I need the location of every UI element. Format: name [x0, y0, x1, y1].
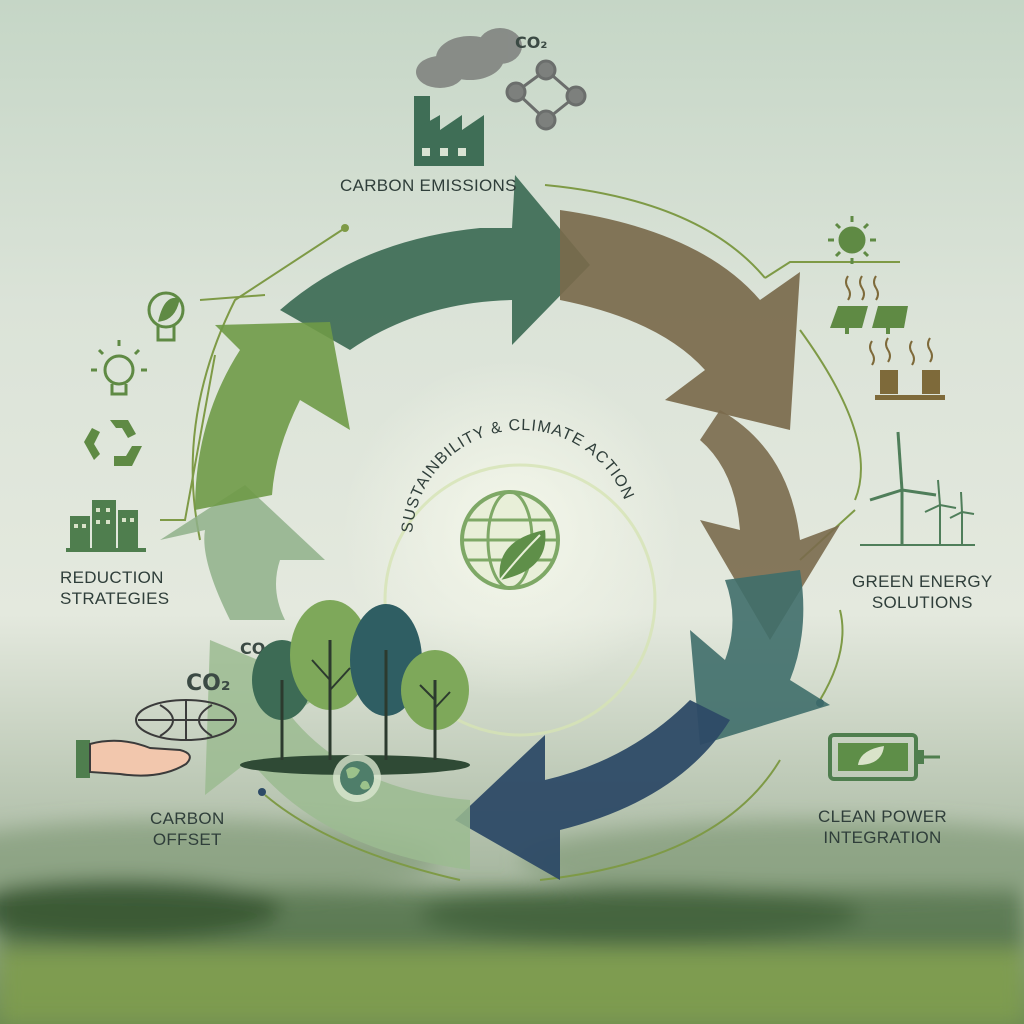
sun-icon	[828, 216, 876, 264]
tree-icon-4	[401, 650, 469, 760]
small-globe-icon	[333, 754, 381, 802]
arrow-carbon-offset-2	[160, 485, 325, 620]
heat-wave-icon	[845, 275, 879, 301]
label-reduction-strategies: REDUCTION STRATEGIES	[60, 567, 169, 609]
label-line: INTEGRATION	[823, 828, 942, 847]
connector-lines	[160, 184, 900, 881]
label-line: SOLUTIONS	[871, 593, 973, 612]
label-line: CARBON	[150, 809, 225, 828]
globe-leaf-icon	[460, 490, 560, 590]
lightbulb-icon-2	[91, 340, 147, 396]
tree-icon-2	[290, 600, 370, 760]
co2-molecule-icon	[505, 59, 587, 131]
arrow-green-energy	[560, 210, 800, 430]
arrow-reduction	[195, 322, 350, 510]
heat-wave-icon-2	[869, 337, 933, 366]
label-green-energy: GREEN ENERGY SOLUTIONS	[852, 571, 993, 613]
label-carbon-emissions: CARBON EMISSIONS	[340, 175, 517, 196]
smoke-cloud	[416, 28, 522, 88]
city-icon	[66, 500, 146, 552]
label-line: STRATEGIES	[60, 589, 170, 608]
industrial-heat-icon	[875, 370, 945, 400]
co2-label-top: CO₂	[515, 33, 547, 52]
arrow-clean-power	[455, 700, 730, 880]
label-clean-power: CLEAN POWER INTEGRATION	[818, 806, 947, 848]
hand-icon	[76, 739, 191, 778]
recycle-icon	[84, 420, 142, 466]
arrow-teal-transition	[690, 570, 830, 745]
label-line: GREEN ENERGY	[852, 572, 993, 591]
label-line: CLEAN POWER	[818, 807, 947, 826]
label-line: REDUCTION	[60, 568, 164, 587]
globe-outline-icon	[135, 699, 237, 741]
forest-island	[240, 600, 470, 802]
solar-panel-icon	[830, 306, 908, 334]
center-ring	[383, 463, 657, 737]
battery-leaf-icon	[828, 733, 940, 781]
factory-icon	[414, 96, 484, 166]
label-line: OFFSET	[152, 830, 222, 849]
arrow-carbon-emissions	[280, 175, 590, 350]
label-line: CARBON EMISSIONS	[340, 176, 517, 195]
cycle-arrows	[160, 175, 840, 880]
lightbulb-icon	[147, 291, 185, 342]
label-carbon-offset: CARBON OFFSET	[150, 808, 225, 850]
co2-label-offset-large: CO₂	[186, 671, 230, 696]
wind-turbine-icon	[860, 431, 975, 546]
arrow-green-energy-2	[700, 410, 840, 640]
